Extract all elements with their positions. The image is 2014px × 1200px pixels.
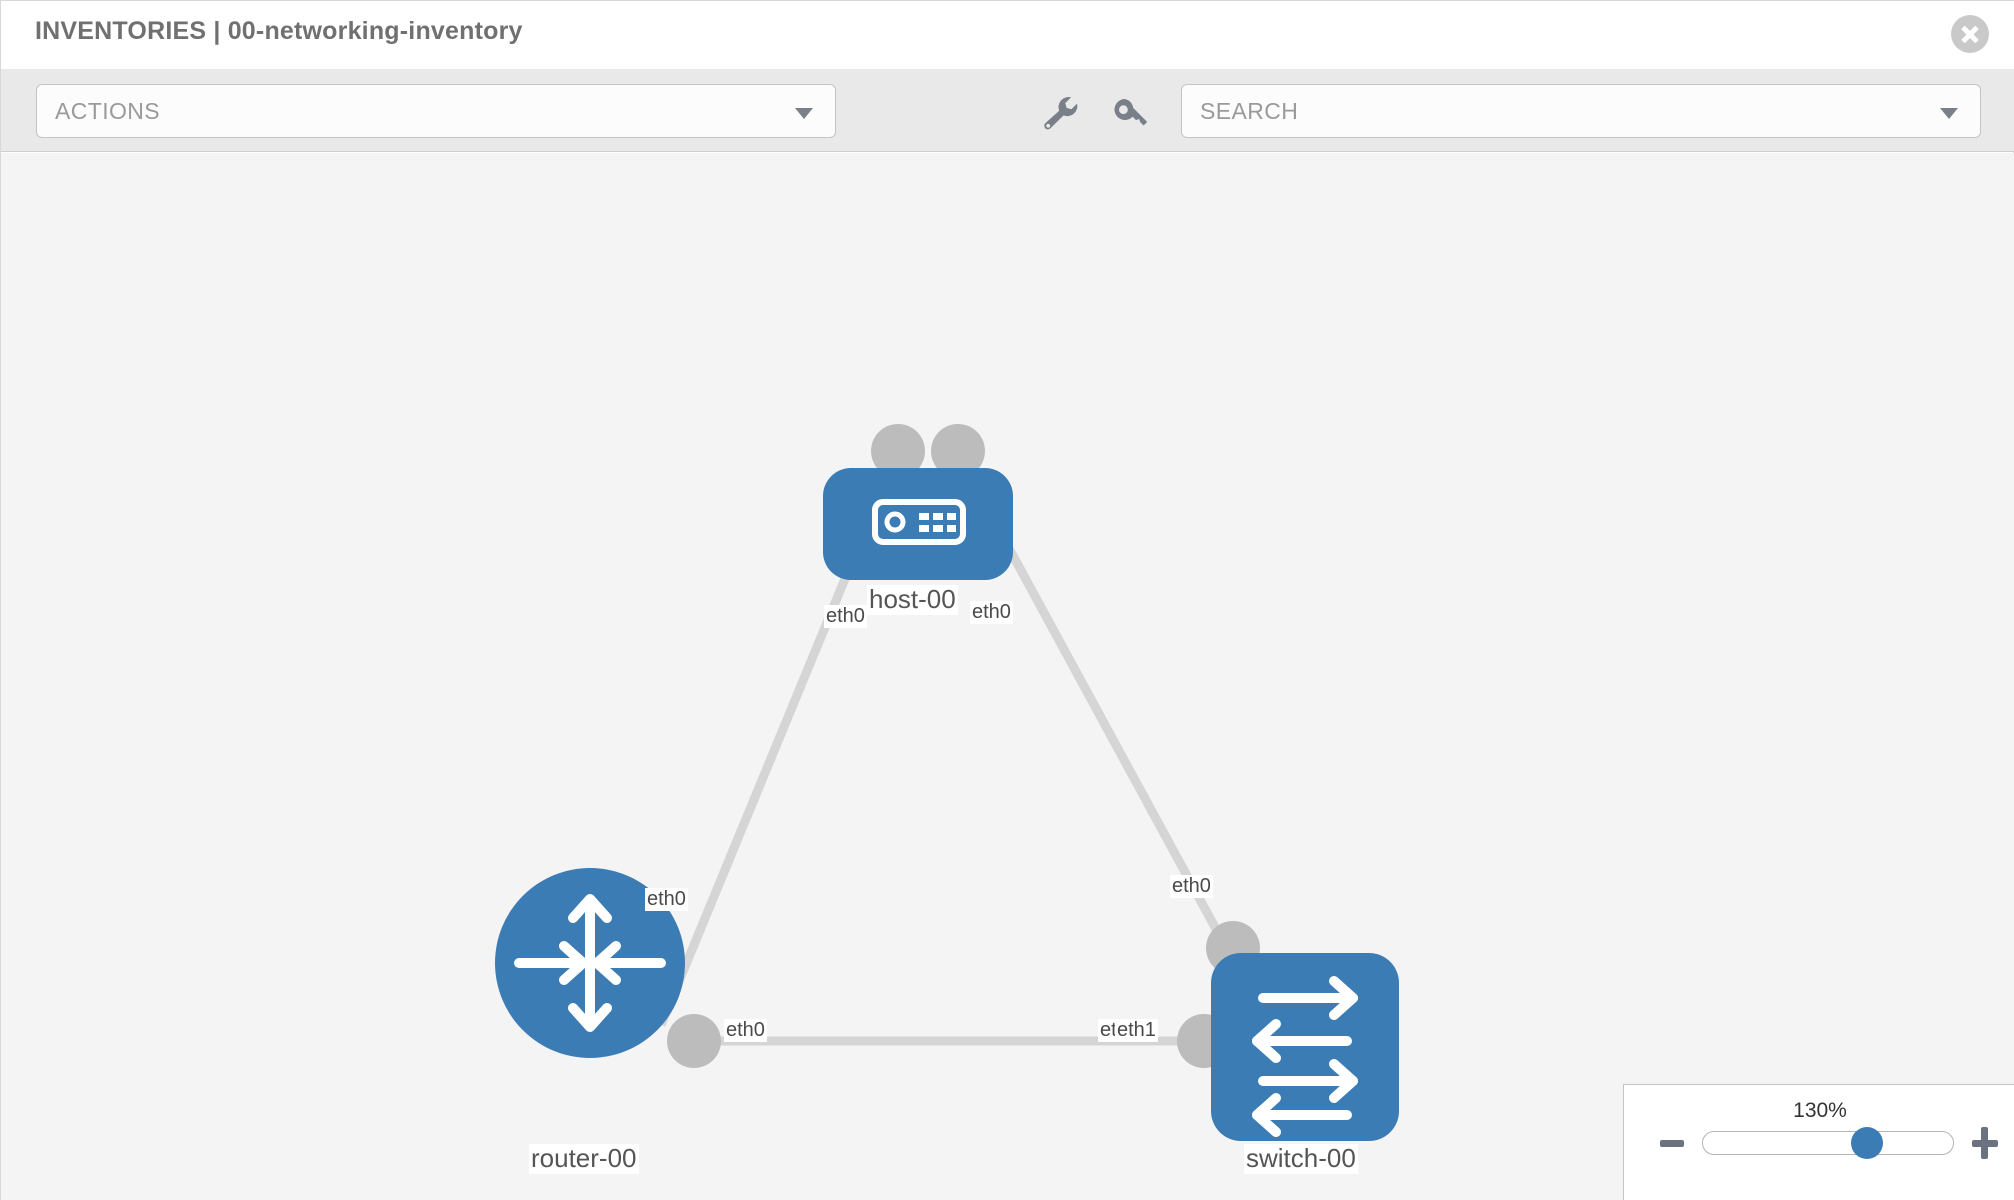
iface-label-router00-eth0: eth0 bbox=[724, 1019, 767, 1042]
port-router00-eth0 bbox=[667, 1014, 721, 1068]
search-placeholder: SEARCH bbox=[1200, 98, 1299, 124]
page-title: INVENTORIES | 00-networking-inventory bbox=[35, 17, 523, 45]
chevron-down-icon bbox=[795, 108, 813, 119]
wrench-icon[interactable] bbox=[1039, 93, 1083, 133]
switch-icon bbox=[1252, 976, 1358, 1137]
node-host-00 bbox=[823, 468, 1013, 580]
actions-dropdown[interactable]: ACTIONS bbox=[36, 84, 836, 138]
zoom-slider-track[interactable] bbox=[1702, 1131, 1954, 1155]
server-icon bbox=[872, 499, 966, 545]
topology-canvas[interactable]: eth0 eth0 eth0 eth0 eth0 eth0 eth1 host-… bbox=[1, 153, 2014, 1200]
node-switch-00 bbox=[1211, 953, 1399, 1141]
topology-graph bbox=[495, 424, 1399, 1141]
search-input[interactable]: SEARCH bbox=[1181, 84, 1981, 138]
iface-label-switch00-eth1: eth1 bbox=[1115, 1019, 1158, 1042]
iface-label-router00-eth0-uplink: eth0 bbox=[645, 888, 688, 911]
router-icon bbox=[514, 894, 666, 1032]
zoom-level-value: 130% bbox=[1793, 1099, 1847, 1122]
port-host00-eth0-left bbox=[871, 424, 925, 478]
node-router-00 bbox=[495, 868, 685, 1058]
iface-label-switch00-eth0-uplink: eth0 bbox=[1170, 875, 1213, 898]
node-label-router-00: router-00 bbox=[529, 1143, 639, 1174]
toolbar: ACTIONS SEARCH bbox=[1, 69, 2014, 152]
zoom-control-panel: 130% bbox=[1623, 1084, 2014, 1200]
port-host00-eth0-right bbox=[931, 424, 985, 478]
iface-label-host00-eth0-left: eth0 bbox=[824, 605, 867, 628]
node-label-switch-00: switch-00 bbox=[1244, 1143, 1358, 1174]
actions-dropdown-label: ACTIONS bbox=[55, 98, 161, 124]
close-icon[interactable] bbox=[1951, 15, 1989, 53]
page-header: INVENTORIES | 00-networking-inventory bbox=[1, 1, 2014, 70]
zoom-out-button[interactable] bbox=[1660, 1140, 1684, 1147]
key-icon[interactable] bbox=[1109, 93, 1153, 133]
zoom-in-button[interactable] bbox=[1972, 1127, 1998, 1159]
plus-icon-horizontal bbox=[1972, 1140, 1998, 1147]
node-label-host-00: host-00 bbox=[867, 584, 958, 615]
chevron-down-icon bbox=[1940, 108, 1958, 119]
zoom-slider-thumb[interactable] bbox=[1851, 1127, 1883, 1159]
iface-label-host00-eth0-right: eth0 bbox=[970, 601, 1013, 624]
